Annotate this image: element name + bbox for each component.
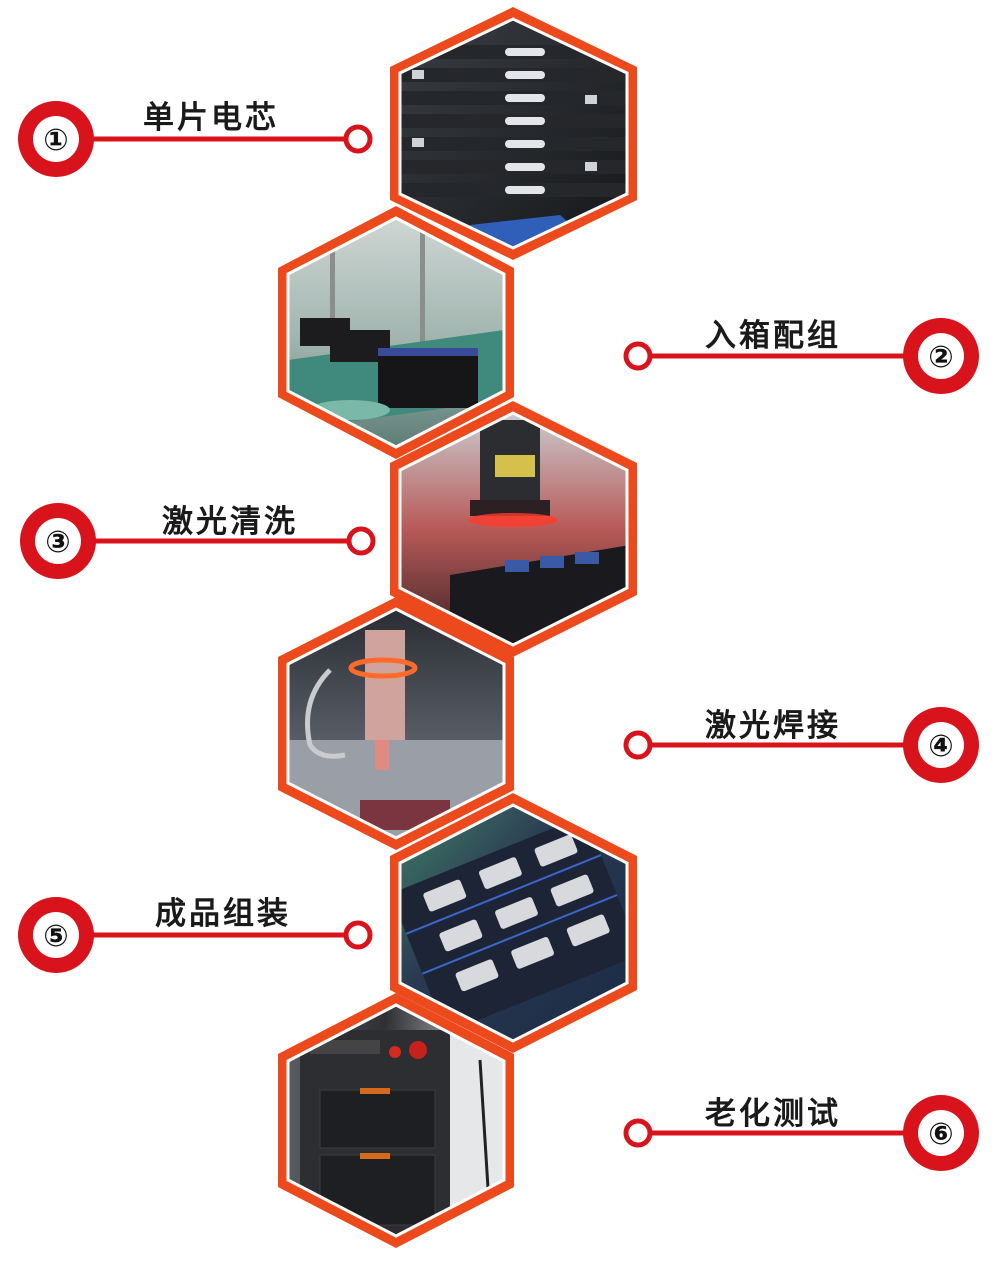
photo-product-assembly xyxy=(390,793,637,1053)
step-number-1: ① xyxy=(43,123,68,158)
step-number-5: ⑤ xyxy=(43,919,68,954)
photo-single-cells xyxy=(390,7,637,260)
step-label-3: 激光清洗 xyxy=(162,504,298,540)
photo-laser-cleaning xyxy=(390,401,637,657)
step-number-6: ⑥ xyxy=(928,1117,953,1152)
step-label-1: 单片电芯 xyxy=(143,100,279,136)
callout-step-5: ⑤ xyxy=(18,897,373,973)
photo-aging-test xyxy=(278,993,514,1248)
step-number-3: ③ xyxy=(45,525,70,560)
callout-step-3: ③ xyxy=(20,503,376,579)
step-label-4: 激光焊接 xyxy=(705,708,841,744)
callout-step-6: ⑥ xyxy=(623,1095,979,1171)
callout-step-2: ② xyxy=(623,318,979,394)
step-label-6: 老化测试 xyxy=(705,1096,841,1132)
callout-step-1: ① xyxy=(18,101,373,177)
callout-step-4: ④ xyxy=(623,707,979,783)
step-label-5: 成品组装 xyxy=(155,896,291,932)
step-label-2: 入箱配组 xyxy=(705,318,841,354)
step-number-4: ④ xyxy=(928,729,953,764)
step-number-2: ② xyxy=(928,340,953,375)
photo-boxing-grouping xyxy=(278,206,514,459)
